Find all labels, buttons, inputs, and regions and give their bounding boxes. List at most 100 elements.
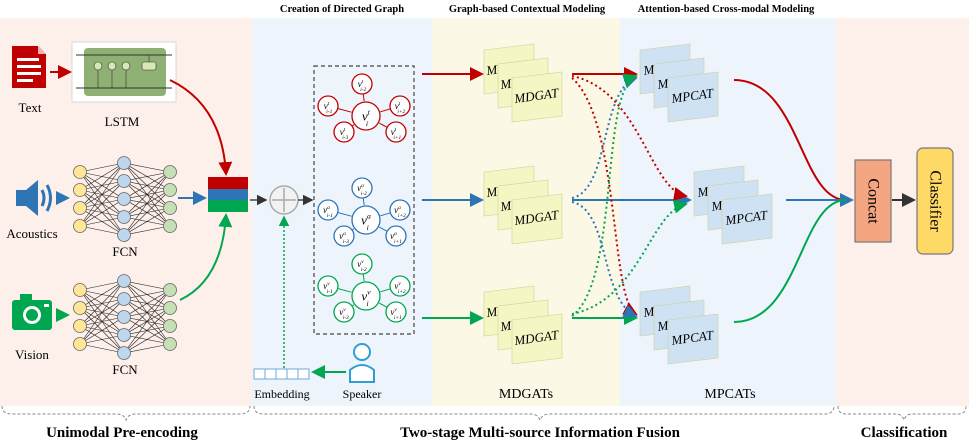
fcn-edge — [79, 280, 125, 291]
fcn-edge — [79, 216, 125, 227]
arrow-fcn-vision-stack — [179, 213, 233, 301]
fcn-neuron — [163, 219, 177, 233]
fcn-neuron — [117, 228, 131, 242]
graph-edge — [378, 302, 388, 308]
card: MPCAT — [721, 193, 773, 245]
fcn-neuron — [163, 165, 177, 179]
header-graph: Creation of Directed Graph — [280, 4, 404, 15]
fcn-edge — [79, 198, 125, 227]
graph-edge — [337, 108, 352, 113]
mdgat-stacks: MDGATMDGATMDGATMDGATMDGATMDGATMDGATMDGAT… — [483, 43, 563, 365]
card-label: MDGAT — [512, 207, 560, 228]
concat-block: Concat — [854, 159, 892, 243]
fcn-edge — [79, 225, 125, 236]
fcn-edge — [123, 307, 171, 354]
fcn-neuron — [73, 301, 87, 315]
fcn-neuron — [73, 283, 87, 297]
graph-edge — [337, 288, 352, 293]
fcn-vision-network — [73, 274, 177, 360]
classifier-label: Classifier — [927, 170, 944, 232]
label-vision: Vision — [15, 347, 49, 362]
camera-icon — [12, 294, 52, 330]
fcn-neuron — [73, 183, 87, 197]
card-label: MPCAT — [723, 207, 769, 228]
label-mpcats: MPCATs — [704, 387, 755, 402]
fcn-neuron — [163, 337, 177, 351]
text-document-icon — [12, 46, 46, 88]
fcn-edge — [79, 334, 125, 345]
fcn-edge — [123, 289, 171, 300]
fcn-edge — [79, 280, 125, 327]
card: MDGAT — [511, 313, 563, 365]
arrow-lstm-stack — [169, 79, 233, 176]
fcn-neuron — [117, 274, 131, 288]
fcn-edge — [79, 162, 125, 173]
fcn-edge — [123, 325, 171, 354]
concat-label: Concat — [865, 178, 882, 224]
fcn-edge — [79, 162, 125, 191]
graph-edge — [362, 273, 365, 282]
fcn-neuron — [163, 183, 177, 197]
graph-edge — [362, 93, 365, 102]
brace-unimodal — [1, 405, 251, 422]
graph-edge — [362, 197, 365, 206]
fcn-neuron — [163, 319, 177, 333]
header-contextual: Graph-based Contextual Modeling — [449, 4, 606, 15]
graph-box — [313, 65, 415, 335]
fcn-neuron — [73, 219, 87, 233]
fcn-edge — [123, 162, 171, 173]
card: MDGAT — [511, 193, 563, 245]
speaker-sound-icon — [16, 180, 52, 216]
header-crossmodal: Attention-based Cross-modal Modeling — [638, 4, 815, 15]
fcn-neuron — [117, 346, 131, 360]
embedding-vector — [253, 368, 310, 380]
graph-edge — [380, 108, 391, 113]
footer-fusion: Two-stage Multi-source Information Fusio… — [400, 425, 681, 441]
label-fcn-vision: FCN — [112, 362, 138, 377]
label-fcn-acoustics: FCN — [112, 244, 138, 259]
arrow-mpcat-visual-concat — [733, 199, 847, 323]
fcn-neuron — [117, 210, 131, 224]
fcn-neuron — [73, 337, 87, 351]
fcn-edge — [123, 189, 171, 236]
fcn-neuron — [117, 292, 131, 306]
graph-edge — [378, 226, 388, 232]
arrow-mpcat-text-concat — [733, 79, 847, 201]
fcn-edge — [79, 162, 125, 227]
card: MDGAT — [511, 71, 563, 123]
fcn-neuron — [117, 192, 131, 206]
label-lstm: LSTM — [105, 114, 140, 129]
fcn-edge — [123, 289, 171, 354]
fcn-edge — [123, 280, 171, 291]
graph-edge — [380, 288, 391, 293]
card-label: MPCAT — [669, 85, 715, 106]
fcn-edge — [79, 280, 125, 345]
fcn-edge — [79, 343, 125, 354]
